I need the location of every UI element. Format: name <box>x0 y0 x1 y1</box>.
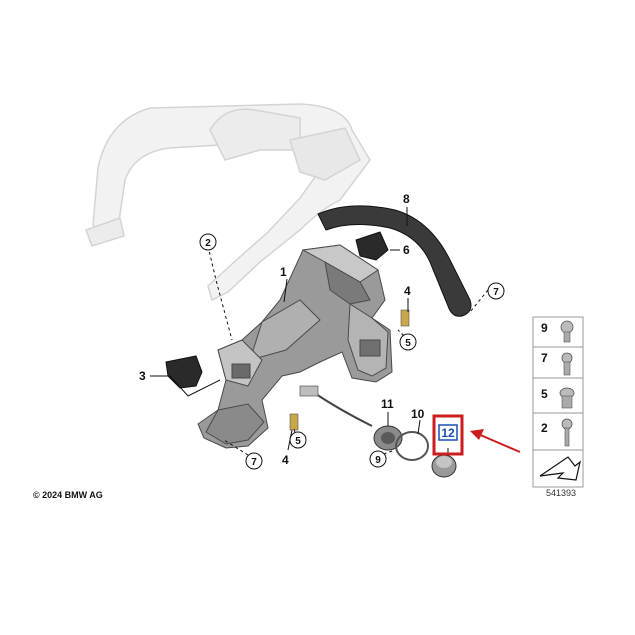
copyright-text: © 2024 BMW AG <box>33 490 103 500</box>
part-label-1: 1 <box>280 265 287 279</box>
svg-text:2: 2 <box>205 238 211 249</box>
screw-9-icon <box>560 320 574 343</box>
highlighted-part-12[interactable]: 12 <box>432 414 464 456</box>
svg-text:5: 5 <box>405 338 411 349</box>
sealing-cap <box>431 454 457 478</box>
part-label-6: 6 <box>403 243 410 257</box>
part-label-3: 3 <box>139 369 146 383</box>
part-label-11: 11 <box>381 397 394 411</box>
reference-number: 541393 <box>546 488 576 498</box>
callout-2: 2 <box>199 233 217 251</box>
svg-text:9: 9 <box>375 455 381 466</box>
legend-label-2: 2 <box>541 421 548 435</box>
sensor-cable <box>315 393 373 427</box>
callout-7-left: 7 <box>245 452 263 470</box>
rubber-pad-3 <box>165 355 203 389</box>
main-bracket <box>197 244 393 449</box>
legend-label-9: 9 <box>541 321 548 335</box>
stud-upper <box>400 309 410 327</box>
cable-plug <box>299 385 319 397</box>
screw-7-icon <box>561 352 573 376</box>
callout-5-lower: 5 <box>289 431 307 449</box>
stud-lower <box>289 413 299 431</box>
screw-2-icon <box>561 418 573 447</box>
sensor-body <box>373 425 403 451</box>
nut-5-icon <box>559 387 575 409</box>
svg-text:7: 7 <box>251 457 257 468</box>
fastener-legend: 9 7 5 2 <box>532 316 584 488</box>
callout-9: 9 <box>369 450 387 468</box>
legend-label-5: 5 <box>541 387 548 401</box>
legend-label-7: 7 <box>541 351 548 365</box>
callout-7-right: 7 <box>487 282 505 300</box>
rear-frame-ghost <box>85 103 371 302</box>
svg-text:12: 12 <box>441 426 455 440</box>
part-label-8: 8 <box>403 192 410 206</box>
rubber-pad-6 <box>355 231 389 261</box>
direction-arrow-icon <box>539 456 581 481</box>
red-arrow-icon <box>470 429 521 453</box>
svg-text:5: 5 <box>295 436 301 447</box>
svg-text:7: 7 <box>493 287 499 298</box>
part-label-10: 10 <box>411 407 425 421</box>
grab-handle <box>317 205 472 317</box>
callout-5-upper: 5 <box>399 333 417 351</box>
part-label-4-upper: 4 <box>404 284 411 298</box>
part-label-4-lower: 4 <box>282 453 289 467</box>
gasket-ring <box>395 431 429 461</box>
